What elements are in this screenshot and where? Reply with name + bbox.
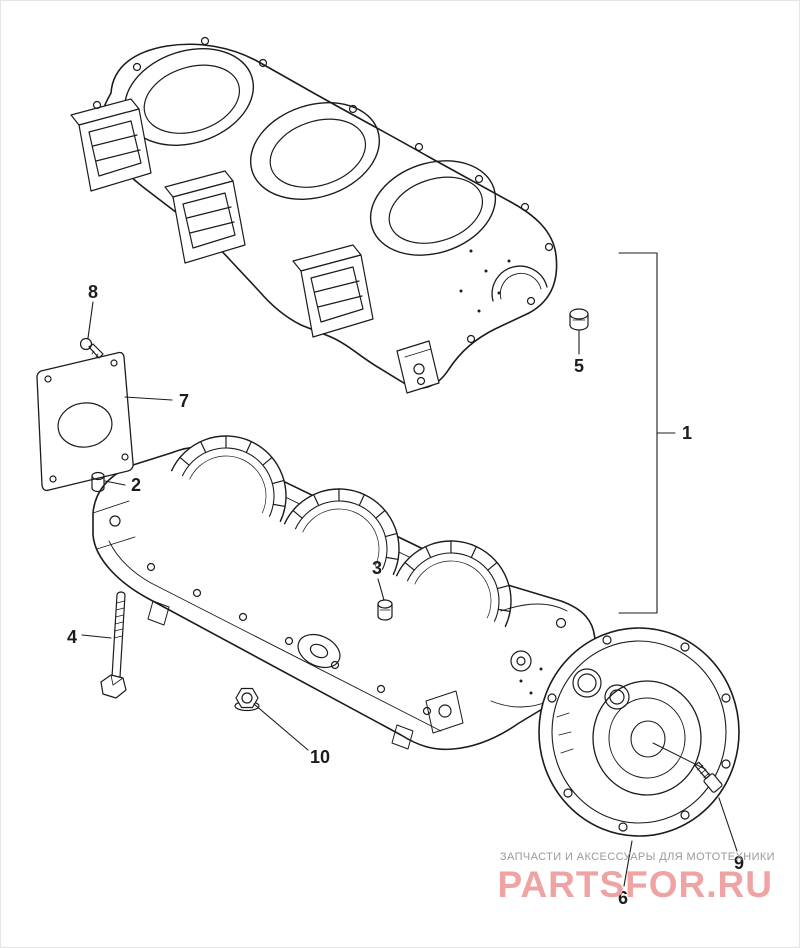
callout-label-6: 6 [617, 888, 629, 908]
part-screw-8 [79, 337, 104, 359]
part-bolt-4 [100, 591, 127, 699]
callout-label-3: 3 [371, 558, 383, 578]
part-lower-crankcase [92, 415, 596, 751]
part-gasket-plate-7 [36, 351, 134, 492]
part-nut-10 [234, 687, 260, 712]
part-end-housing [538, 627, 740, 837]
watermark-tagline: ЗАПЧАСТИ И АКСЕССУАРЫ ДЛЯ МОТОТЕХНИКИ [499, 851, 775, 863]
callout-label-10: 10 [309, 747, 331, 767]
callout-label-9: 9 [733, 853, 745, 873]
callout-label-7: 7 [178, 391, 190, 411]
callout-label-2: 2 [130, 475, 142, 495]
part-cylinder-block [70, 36, 558, 394]
callout-label-8: 8 [87, 282, 99, 302]
watermark-brand-logo: PARTSFOR.RU [497, 864, 773, 905]
callout-leader-lines [81, 252, 738, 887]
callout-label-4: 4 [66, 627, 78, 647]
callout-label-5: 5 [573, 356, 585, 376]
part-pin-3 [377, 599, 393, 621]
part-dowel-pin-2 [91, 471, 105, 493]
callout-label-1: 1 [681, 423, 693, 443]
part-plug-5 [569, 308, 589, 331]
part-bolt-9 [694, 761, 723, 793]
